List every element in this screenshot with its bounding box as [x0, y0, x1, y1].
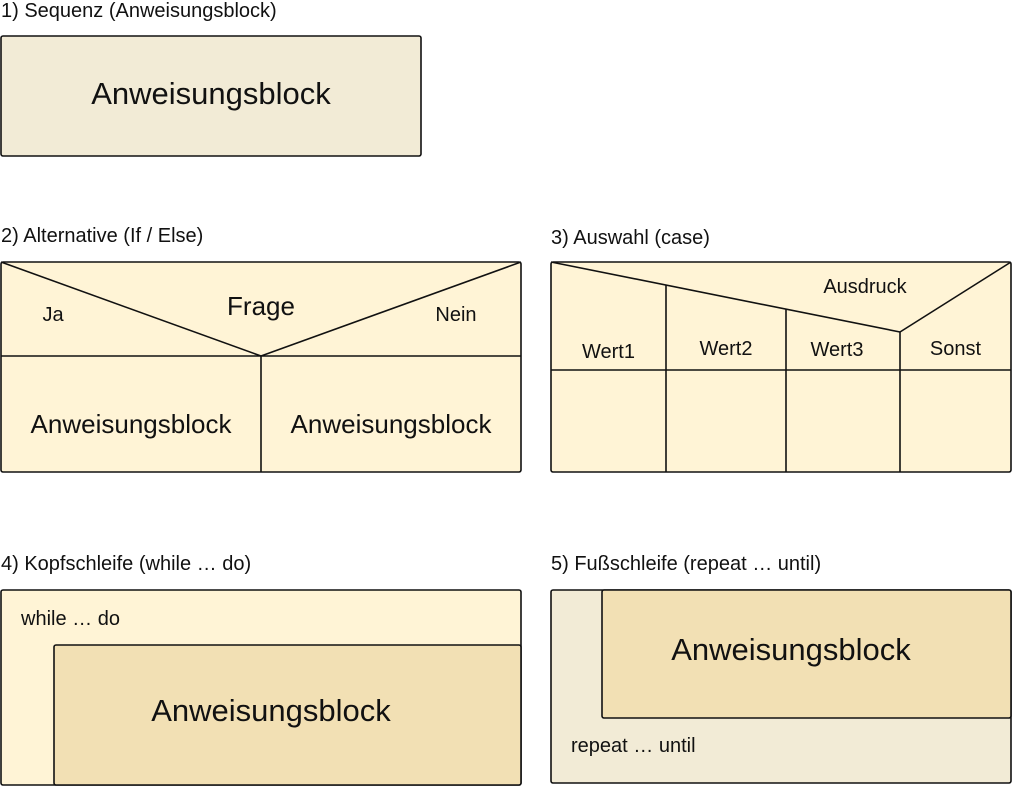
while-loop-heading: 4) Kopfschleife (while … do) — [1, 553, 252, 575]
alternative-diagonal-left — [0, 261, 262, 357]
case-diagonal-left — [550, 261, 901, 333]
repeat-loop-heading: 5) Fußschleife (repeat … until) — [551, 553, 822, 575]
alternative-no-label: Nein — [435, 304, 477, 326]
alternative-diagram — [0, 261, 522, 473]
while-loop-condition-label: while … do — [21, 608, 120, 630]
repeat-loop-block-label: Anweisungsblock — [671, 632, 911, 667]
repeat-loop-condition-label: repeat … until — [571, 735, 696, 757]
case-value-label-1: Wert1 — [582, 341, 635, 363]
sequence-block-label: Anweisungsblock — [91, 76, 331, 111]
alternative-question-label: Frage — [227, 291, 295, 321]
while-loop-inner-block — [53, 644, 522, 786]
alternative-right-block-label: Anweisungsblock — [290, 409, 492, 439]
repeat-loop-diagram — [550, 589, 1012, 784]
case-expression-label: Ausdruck — [823, 276, 907, 298]
alternative-diagonal-right — [260, 261, 522, 357]
alternative-left-block-label: Anweisungsblock — [30, 409, 232, 439]
sequence-block-box — [0, 35, 422, 157]
case-outer-box — [550, 261, 1012, 473]
alternative-heading: 2) Alternative (If / Else) — [1, 225, 204, 247]
while-loop-diagram — [0, 589, 522, 786]
case-diagonal-right — [899, 261, 1012, 333]
sequence-heading: 1) Sequenz (Anweisungsblock) — [1, 0, 277, 22]
repeat-loop-inner-block — [601, 589, 1012, 719]
while-loop-block-label: Anweisungsblock — [151, 693, 391, 728]
alternative-yes-label: Ja — [42, 304, 64, 326]
case-diagram — [550, 261, 1012, 473]
case-value-label-else: Sonst — [929, 338, 982, 360]
case-value-label-2: Wert2 — [699, 338, 753, 360]
case-heading: 3) Auswahl (case) — [551, 227, 710, 249]
case-value-label-3: Wert3 — [810, 339, 864, 361]
